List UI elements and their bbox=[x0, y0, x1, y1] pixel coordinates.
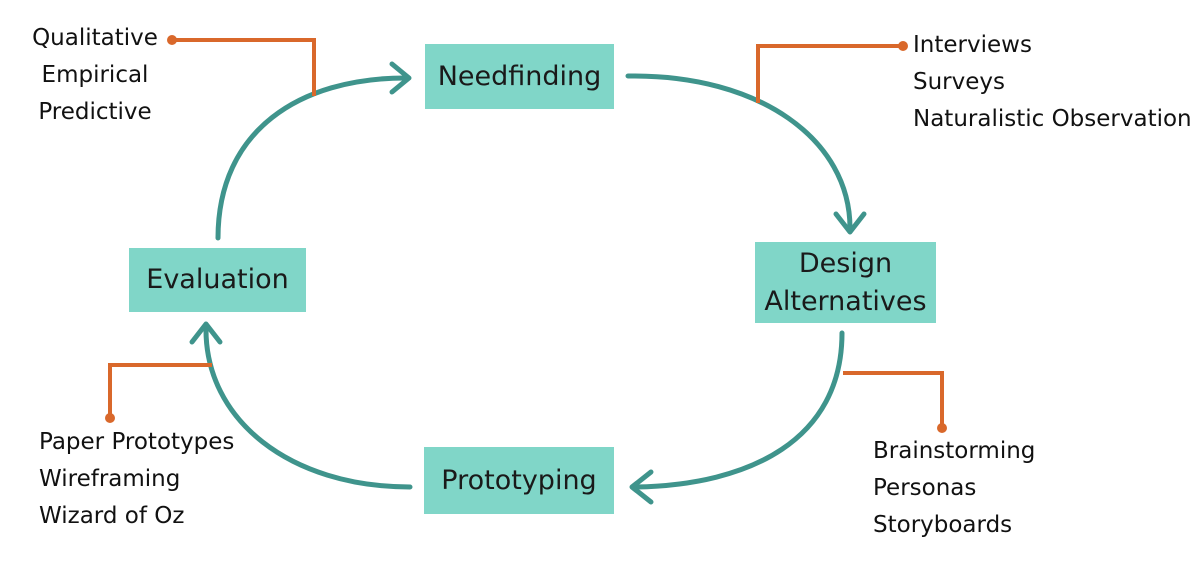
connector-evaluation-methods bbox=[172, 38, 316, 96]
arrowhead-evaluation bbox=[189, 321, 223, 345]
method-item: Surveys bbox=[913, 69, 1005, 95]
method-item: Storyboards bbox=[873, 512, 1013, 538]
connector-dot-evaluation bbox=[167, 35, 177, 45]
stage-label-prototyping: Prototyping bbox=[441, 464, 597, 496]
method-item: Wireframing bbox=[39, 466, 181, 492]
stage-label-evaluation: Evaluation bbox=[146, 264, 289, 295]
method-item: Wizard of Oz bbox=[39, 503, 185, 529]
arrowhead-needfinding bbox=[389, 61, 412, 95]
connector-dot-needfinding bbox=[898, 41, 908, 51]
stage-design-alternatives: Design Alternatives bbox=[755, 242, 936, 323]
design-alternatives-methods-list: Brainstorming Personas Storyboards bbox=[873, 433, 1073, 544]
connector-dot-prototyping bbox=[105, 413, 115, 423]
method-item: Qualitative bbox=[32, 25, 158, 51]
arrow-evaluation-to-needfinding bbox=[215, 75, 408, 241]
stage-evaluation: Evaluation bbox=[129, 248, 306, 312]
connector-dot-design bbox=[937, 423, 947, 433]
needfinding-methods-list: Interviews Surveys Naturalistic Observat… bbox=[913, 27, 1198, 138]
connector-design-methods bbox=[843, 371, 944, 428]
prototyping-methods-list: Paper Prototypes Wireframing Wizard of O… bbox=[39, 424, 269, 535]
arrow-prototyping-to-evaluation bbox=[203, 325, 413, 490]
arrowhead-design bbox=[833, 211, 867, 235]
stage-label-needfinding: Needfinding bbox=[437, 60, 602, 92]
arrow-needfinding-to-design bbox=[625, 73, 853, 231]
arrow-design-to-prototyping bbox=[633, 330, 845, 490]
connector-prototyping-methods bbox=[108, 363, 212, 418]
method-item: Paper Prototypes bbox=[39, 429, 235, 455]
stage-prototyping: Prototyping bbox=[424, 447, 614, 514]
stage-needfinding: Needfinding bbox=[425, 44, 614, 109]
arrowhead-prototyping bbox=[629, 469, 654, 505]
method-item: Personas bbox=[873, 475, 977, 501]
method-item: Interviews bbox=[913, 32, 1032, 58]
method-item: Empirical bbox=[41, 62, 149, 88]
method-item: Brainstorming bbox=[873, 438, 1036, 464]
evaluation-methods-list: Qualitative Empirical Predictive bbox=[20, 20, 170, 131]
method-item: Naturalistic Observation bbox=[913, 106, 1192, 132]
method-item: Predictive bbox=[38, 99, 152, 125]
stage-label-design-alternatives: Design Alternatives bbox=[764, 247, 927, 317]
connector-needfinding-methods bbox=[756, 44, 903, 103]
